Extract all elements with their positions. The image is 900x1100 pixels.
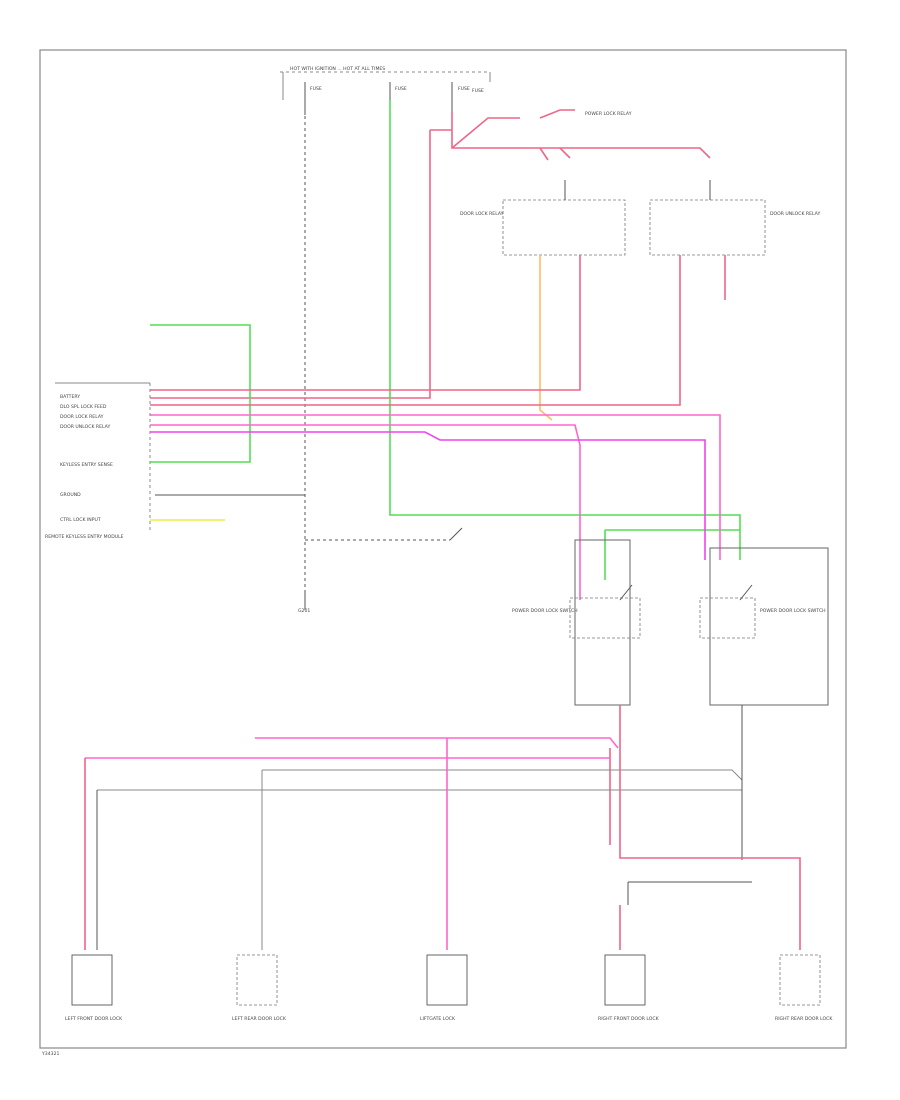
actuator-2-label: LEFT REAR DOOR LOCK xyxy=(232,1016,287,1022)
unit-line-2: DLO SPL LOCK FEED xyxy=(60,404,107,410)
delay-line: KEYLESS ENTRY SENSE xyxy=(60,462,113,468)
switch-right-caption: POWER DOOR LOCK SWITCH xyxy=(760,608,826,614)
ground-circuit: G201 xyxy=(155,110,463,614)
relay-left: DOOR LOCK RELAY xyxy=(460,180,626,256)
actuator-5-label: RIGHT REAR DOOR LOCK xyxy=(775,1016,833,1022)
module-caption: REMOTE KEYLESS ENTRY MODULE xyxy=(45,534,124,540)
actuator-3: LIFTGATE LOCK xyxy=(420,905,468,1022)
ctrl-line: CTRL LOCK INPUT xyxy=(60,517,101,523)
top-relay-label: POWER LOCK RELAY xyxy=(585,111,632,117)
actuator-4: RIGHT FRONT DOOR LOCK xyxy=(598,905,660,1022)
relay-right-caption: DOOR UNLOCK RELAY xyxy=(770,211,820,217)
actuator-3-label: LIFTGATE LOCK xyxy=(420,1016,456,1022)
actuator-2: LEFT REAR DOOR LOCK xyxy=(232,905,287,1022)
footer-code: Y34321 xyxy=(41,1051,59,1057)
relay-output-wires xyxy=(150,255,726,600)
ground-label: G201 xyxy=(298,608,310,614)
switch-left: POWER DOOR LOCK SWITCH xyxy=(512,539,641,706)
svg-text:FUSE: FUSE xyxy=(310,86,322,92)
fuse-block-label: HOT WITH IGNITION ... HOT AT ALL TIMES xyxy=(290,66,385,72)
control-module: BATTERY DLO SPL LOCK FEED DOOR LOCK RELA… xyxy=(45,382,225,540)
switch-left-caption: POWER DOOR LOCK SWITCH xyxy=(512,608,578,614)
unit-line-4: DOOR UNLOCK RELAY xyxy=(60,424,110,430)
svg-text:FUSE: FUSE xyxy=(458,86,470,92)
ground-line: GROUND xyxy=(60,492,81,498)
unit-line-3: DOOR LOCK RELAY xyxy=(60,414,104,420)
actuator-1-label: LEFT FRONT DOOR LOCK xyxy=(65,1016,123,1022)
actuator-5: RIGHT REAR DOOR LOCK xyxy=(775,905,833,1022)
relay-left-caption: DOOR LOCK RELAY xyxy=(460,211,504,217)
diagram-frame xyxy=(39,49,847,1049)
top-fuse-label: FUSE xyxy=(472,88,484,94)
actuator-bus xyxy=(84,705,801,905)
battery-feed xyxy=(150,109,711,399)
actuator-1: LEFT FRONT DOOR LOCK xyxy=(65,905,123,1022)
fuse-block: HOT WITH IGNITION ... HOT AT ALL TIMES F… xyxy=(280,66,491,130)
actuator-4-label: RIGHT FRONT DOOR LOCK xyxy=(598,1016,660,1022)
switch-right: POWER DOOR LOCK SWITCH xyxy=(699,547,829,706)
ignition-feed xyxy=(150,100,741,580)
relay-right: DOOR UNLOCK RELAY xyxy=(649,180,820,256)
svg-text:FUSE: FUSE xyxy=(395,86,407,92)
unit-line-1: BATTERY xyxy=(60,394,80,400)
